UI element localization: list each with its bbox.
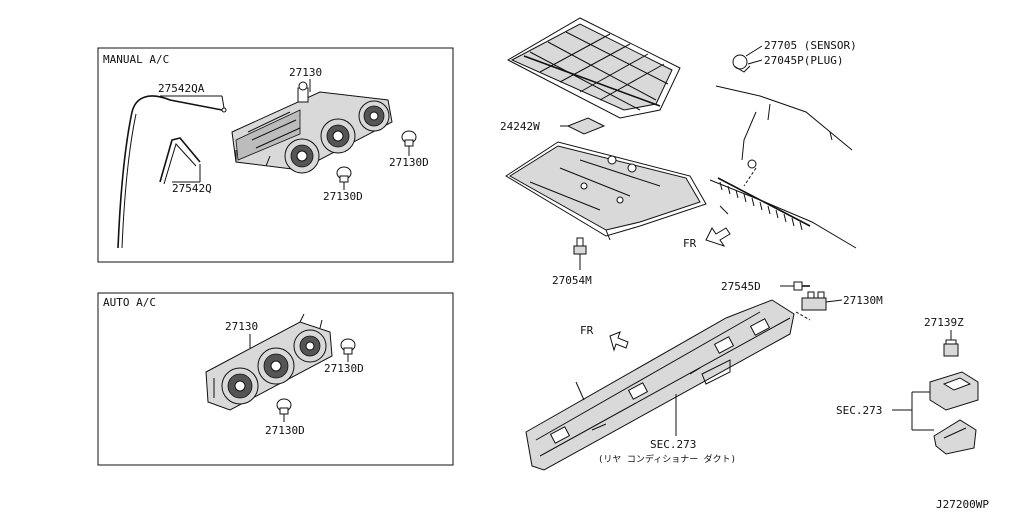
label-24242w: 24242W xyxy=(500,120,540,133)
roof-panel xyxy=(506,17,681,119)
auto-control-unit-27130 xyxy=(205,313,333,411)
label-sec273-right: SEC.273 xyxy=(836,404,882,417)
knob-left xyxy=(284,138,320,174)
label-manual-27130d-b: 27130D xyxy=(323,190,363,203)
hose-27542qa xyxy=(117,95,223,249)
bulb-27130d-upper xyxy=(401,130,417,147)
label-27705: 27705 (SENSOR) xyxy=(764,39,857,52)
clip-27054m xyxy=(573,237,587,255)
fr-arrow-upper xyxy=(705,227,731,247)
label-manual-27130d-a: 27130D xyxy=(389,156,429,169)
label-27045p: 27045P(PLUG) xyxy=(764,54,843,67)
manual-control-unit-27130 xyxy=(231,81,393,174)
auto-bulb-27130d-lower xyxy=(276,398,292,415)
sensor-27705 xyxy=(732,54,751,73)
rear-duct xyxy=(525,299,795,471)
label-27542q: 27542Q xyxy=(172,182,212,195)
auto-ac-title: AUTO A/C xyxy=(103,296,156,309)
sensor-27130m xyxy=(801,291,827,311)
label-sec273-duct-note: (リヤ コンディショナー ダクト) xyxy=(598,453,736,465)
manual-ac-title: MANUAL A/C xyxy=(103,53,169,66)
box-sec273-lower xyxy=(933,419,977,455)
knob-middle xyxy=(320,118,356,154)
label-27130m: 27130M xyxy=(843,294,883,307)
manual-ac-panel: MANUAL A/C 27542QA 27542Q xyxy=(97,47,454,263)
screw-27545d xyxy=(793,281,810,291)
pin-strip xyxy=(717,177,811,231)
label-fr-upper: FR xyxy=(683,237,697,250)
clip-27139z xyxy=(943,339,959,357)
duct-vents xyxy=(549,318,771,444)
auto-knob-right xyxy=(293,329,327,363)
auto-ac-panel: AUTO A/C 27130 xyxy=(97,292,454,466)
label-auto-27130: 27130 xyxy=(225,320,258,333)
label-fr-lower: FR xyxy=(580,324,594,337)
fr-arrow-lower xyxy=(609,331,629,352)
auto-knob-left xyxy=(221,367,259,405)
label-manual-27130: 27130 xyxy=(289,66,322,79)
roof-side-panel xyxy=(709,85,857,249)
bulb-27130d-lower xyxy=(336,166,352,183)
label-27139z: 27139Z xyxy=(924,316,964,329)
label-27545d: 27545D xyxy=(721,280,761,293)
label-27054m: 27054M xyxy=(552,274,592,287)
label-sec273-duct: SEC.273 xyxy=(650,438,696,451)
box-sec273-upper xyxy=(929,371,979,411)
auto-ac-frame xyxy=(97,292,454,466)
manual-ac-frame xyxy=(97,47,454,263)
auto-bulb-27130d-upper xyxy=(340,338,356,355)
diagram-code: J27200WP xyxy=(936,498,989,511)
pad-24242w xyxy=(566,117,606,135)
auto-knob-middle xyxy=(257,347,295,385)
hose-27542q xyxy=(159,137,201,183)
knob-right xyxy=(358,100,390,132)
label-auto-27130d-a: 27130D xyxy=(324,362,364,375)
label-27542qa: 27542QA xyxy=(158,82,205,95)
label-auto-27130d-b: 27130D xyxy=(265,424,305,437)
headliner-trim xyxy=(505,141,707,241)
